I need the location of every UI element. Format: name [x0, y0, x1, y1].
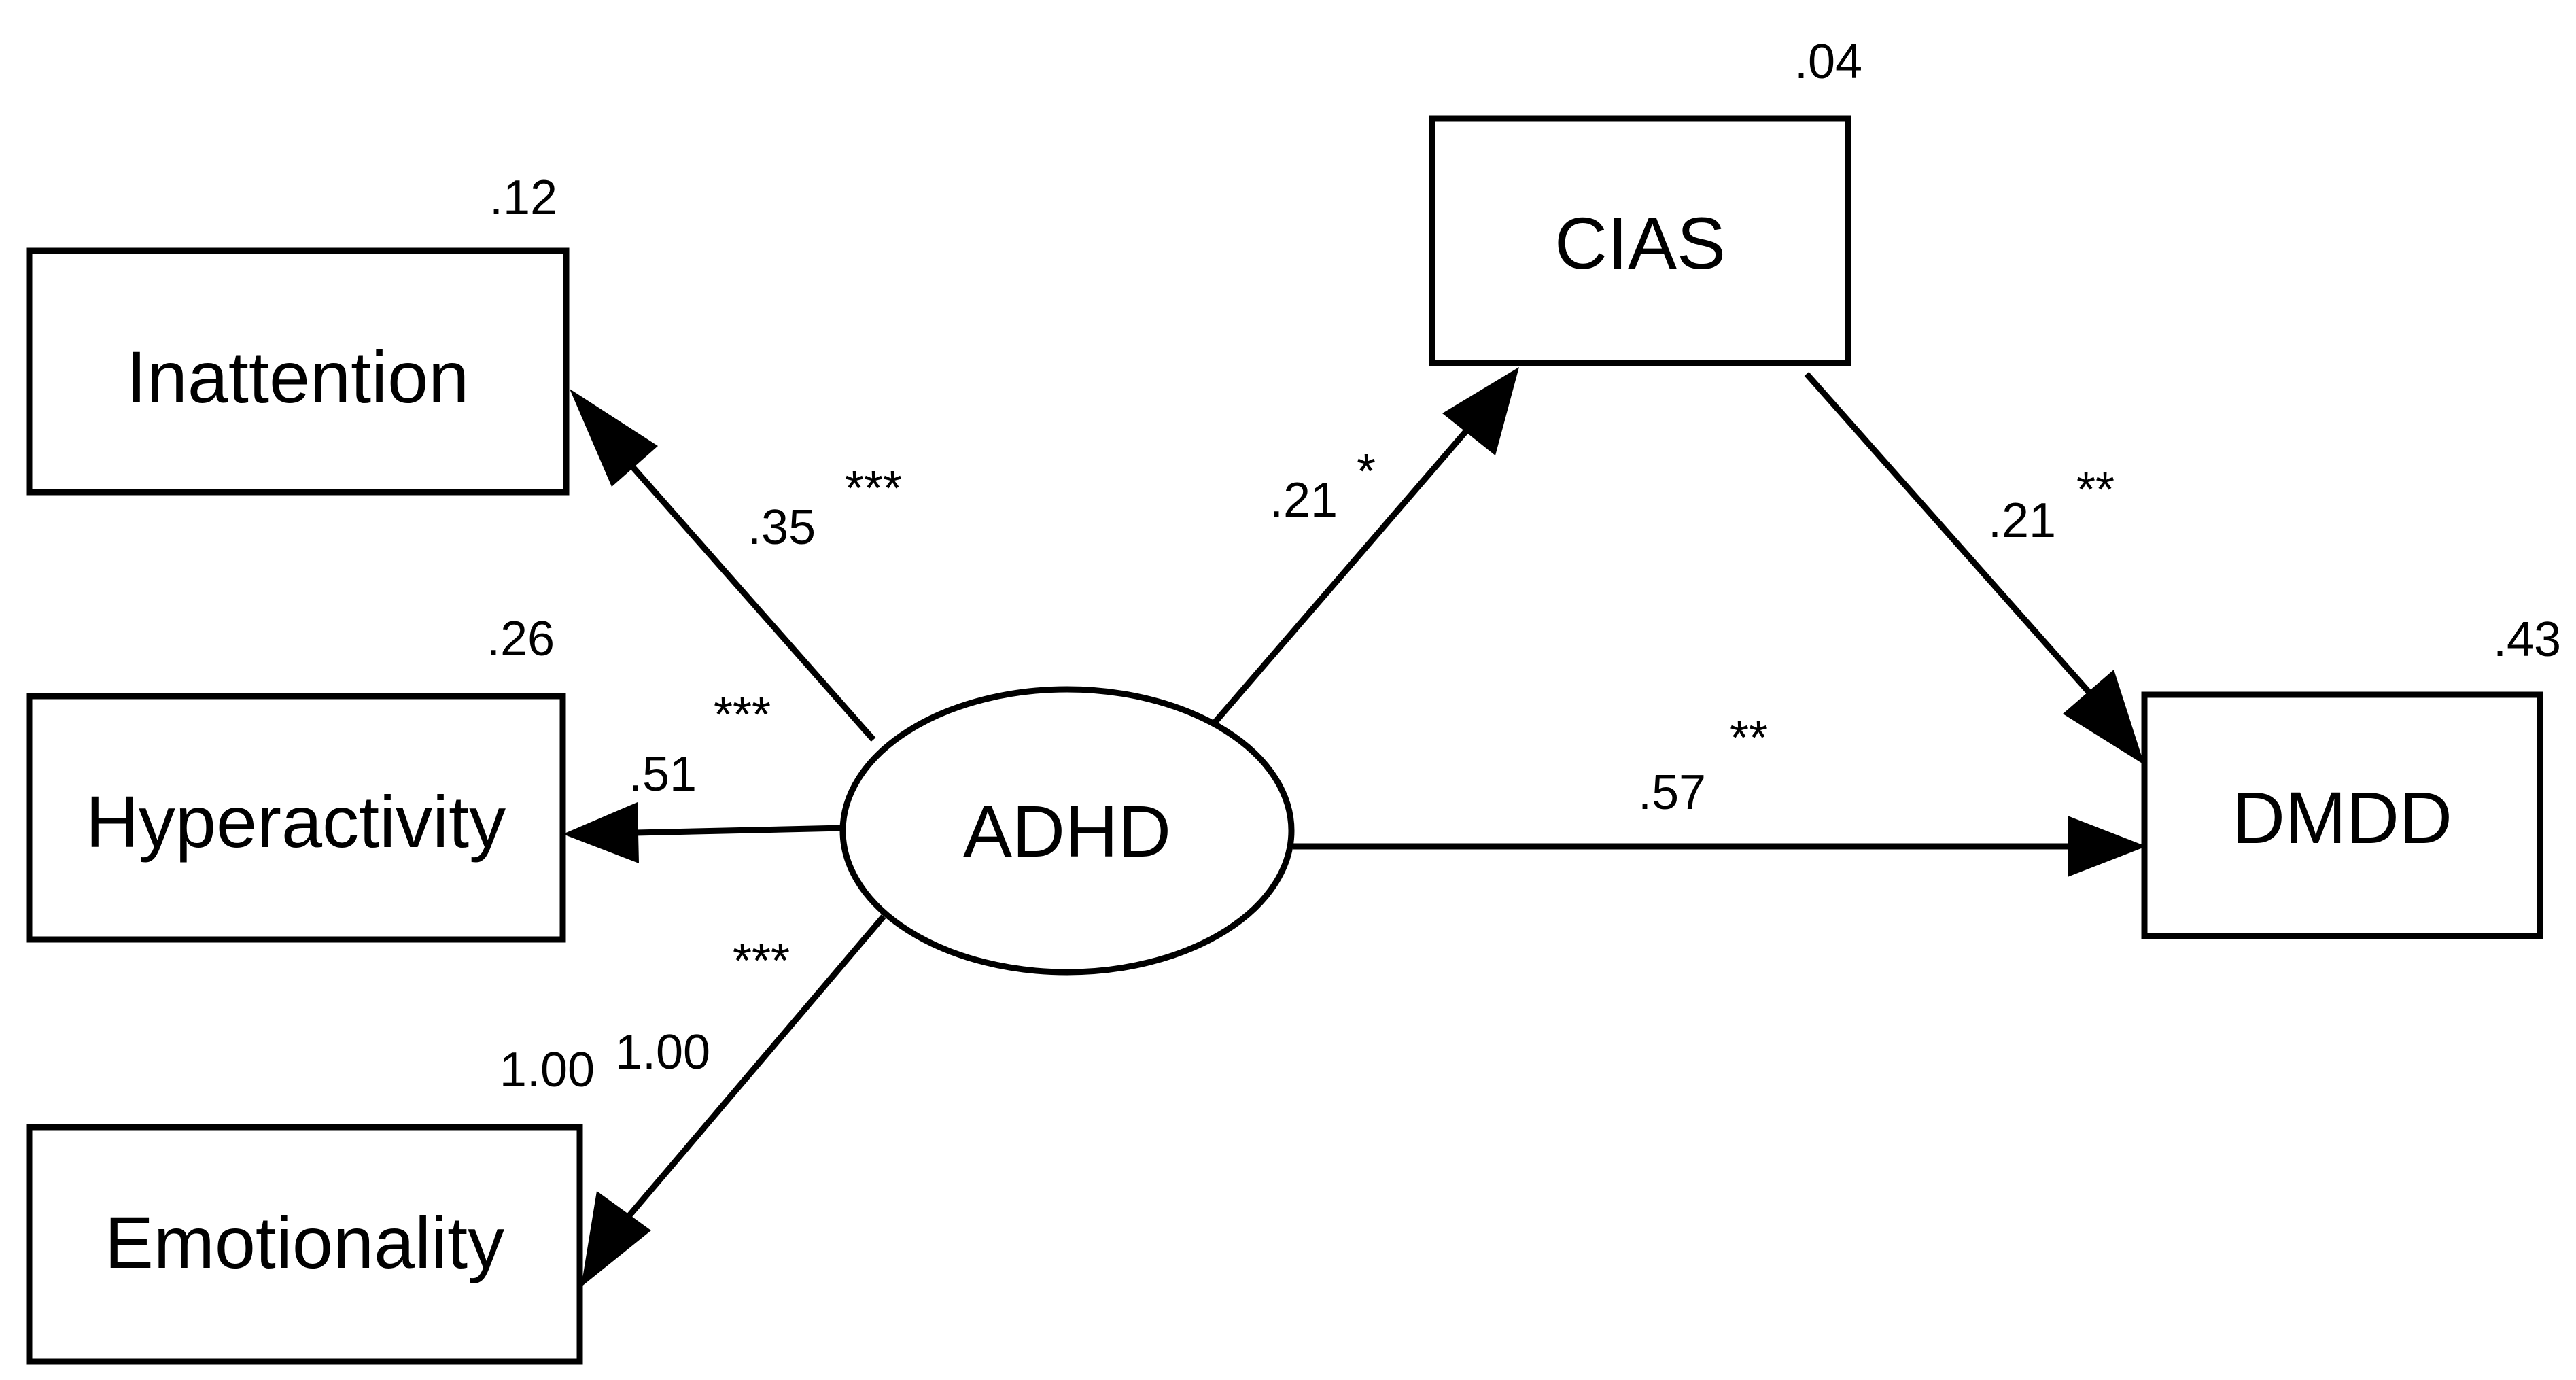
coef-adhd-dmdd-sig: **: [1730, 711, 1768, 765]
arrowhead-dmdd-from-cias: [2063, 670, 2144, 765]
inattention-r2: .12: [489, 171, 557, 225]
coef-adhd-inattention-value: .35: [748, 500, 816, 555]
arrowhead-emotionality: [581, 1191, 651, 1287]
emotionality-label: Emotionality: [105, 1201, 504, 1283]
coef-adhd-emotionality: 1.00 ***: [615, 934, 790, 1080]
path-adhd-inattention-line: [609, 441, 876, 742]
emotionality-box: [26, 1124, 583, 1365]
node-dmdd: DMDD .43: [2141, 613, 2561, 939]
path-cias-dmdd-line: [1804, 372, 2093, 695]
adhd-label: ADHD: [963, 790, 1171, 872]
arrowhead-inattention: [570, 389, 658, 487]
hyperactivity-r2: .26: [487, 612, 555, 666]
path-adhd-emotionality-line: [623, 914, 886, 1222]
path-adhd-cias-line: [1212, 423, 1474, 725]
inattention-box: [26, 247, 570, 496]
path-adhd-hyperactivity-line: [635, 825, 843, 836]
coef-adhd-inattention: .35 ***: [748, 462, 902, 555]
hyperactivity-box: [26, 693, 566, 943]
arrowhead-dmdd-from-adhd: [2068, 816, 2146, 877]
hyperactivity-label: Hyperactivity: [86, 780, 506, 863]
coef-adhd-hyperactivity-sig: ***: [714, 688, 771, 742]
path-adhd-emotionality: [581, 914, 886, 1287]
node-emotionality: Emotionality 1.00: [26, 1043, 595, 1365]
path-adhd-hyperactivity: [563, 802, 843, 863]
node-hyperactivity: Hyperactivity .26: [26, 612, 566, 943]
path-cias-dmdd: [1804, 372, 2144, 765]
path-adhd-cias: [1212, 367, 1519, 725]
dmdd-r2: .43: [2493, 613, 2561, 667]
path-adhd-inattention: [570, 389, 876, 742]
cias-box: [1429, 115, 1851, 366]
node-adhd: ADHD: [839, 686, 1295, 976]
coef-adhd-dmdd: .57 **: [1638, 711, 1768, 820]
cias-label: CIAS: [1554, 202, 1726, 284]
coef-adhd-cias-value: .21: [1270, 473, 1338, 528]
node-cias: CIAS .04: [1429, 35, 1862, 366]
dmdd-label: DMDD: [2232, 776, 2452, 859]
coef-adhd-inattention-sig: ***: [845, 462, 902, 516]
coef-adhd-cias: .21 *: [1270, 445, 1376, 528]
coef-adhd-dmdd-value: .57: [1638, 765, 1706, 820]
coef-adhd-hyperactivity: .51 ***: [629, 688, 771, 801]
coef-cias-dmdd-value: .21: [1988, 494, 2056, 548]
emotionality-r2: 1.00: [500, 1043, 595, 1097]
cias-r2: .04: [1794, 35, 1862, 89]
coef-adhd-hyperactivity-value: .51: [629, 747, 697, 801]
arrowhead-cias: [1442, 367, 1519, 455]
path-adhd-dmdd: [1293, 816, 2146, 877]
coef-adhd-cias-sig: *: [1357, 445, 1376, 499]
inattention-label: Inattention: [126, 336, 469, 418]
coef-cias-dmdd: .21 **: [1988, 463, 2114, 548]
coef-adhd-emotionality-value: 1.00: [615, 1025, 710, 1080]
coef-adhd-emotionality-sig: ***: [733, 934, 790, 988]
arrowhead-hyperactivity: [563, 802, 639, 863]
coef-cias-dmdd-sig: **: [2076, 463, 2114, 517]
dmdd-box: [2141, 691, 2543, 939]
node-inattention: Inattention .12: [26, 171, 570, 496]
